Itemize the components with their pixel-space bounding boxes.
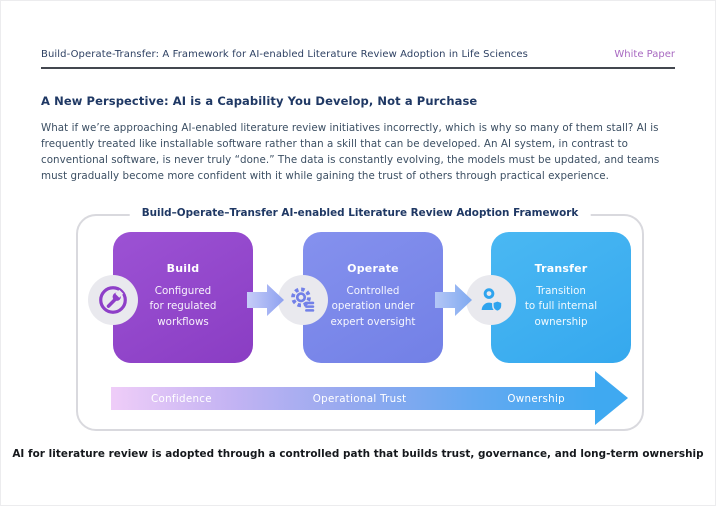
operate-card-title: Operate bbox=[347, 262, 399, 275]
section-heading: A New Perspective: AI is a Capability Yo… bbox=[41, 94, 478, 108]
gear-icon bbox=[278, 275, 328, 325]
whitepaper-badge: White Paper bbox=[614, 49, 675, 60]
diagram-title: Build–Operate–Transfer AI-enabled Litera… bbox=[129, 207, 591, 219]
progress-label-ownership: Ownership bbox=[507, 392, 565, 405]
progress-arrowhead-icon bbox=[595, 371, 628, 425]
document-header: Build-Operate-Transfer: A Framework for … bbox=[41, 49, 675, 60]
header-divider bbox=[41, 67, 675, 69]
build-card-description: Configured for regulated workflows bbox=[149, 285, 217, 328]
figure-caption: AI for literature review is adopted thro… bbox=[12, 448, 704, 460]
build-card-title: Build bbox=[166, 262, 200, 275]
transfer-card-title: Transfer bbox=[534, 262, 588, 275]
document-title: Build-Operate-Transfer: A Framework for … bbox=[41, 49, 528, 60]
transfer-card: Transfer Transition to full internal own… bbox=[491, 232, 631, 363]
flow-arrow-icon bbox=[247, 282, 285, 322]
person-shield-icon bbox=[466, 275, 516, 325]
bot-framework-diagram: Build–Operate–Transfer AI-enabled Litera… bbox=[76, 207, 644, 431]
progress-label-confidence: Confidence bbox=[151, 392, 212, 405]
flow-arrow-icon bbox=[435, 282, 473, 322]
operate-card-description: Controlled operation under expert oversi… bbox=[330, 285, 416, 328]
section-paragraph: What if we’re approaching AI-enabled lit… bbox=[41, 122, 660, 183]
progress-arrow: Confidence Operational Trust Ownership bbox=[111, 387, 595, 410]
wrench-icon bbox=[88, 275, 138, 325]
progress-label-operational-trust: Operational Trust bbox=[312, 392, 407, 405]
transfer-card-description: Transition to full internal ownership bbox=[524, 285, 598, 328]
